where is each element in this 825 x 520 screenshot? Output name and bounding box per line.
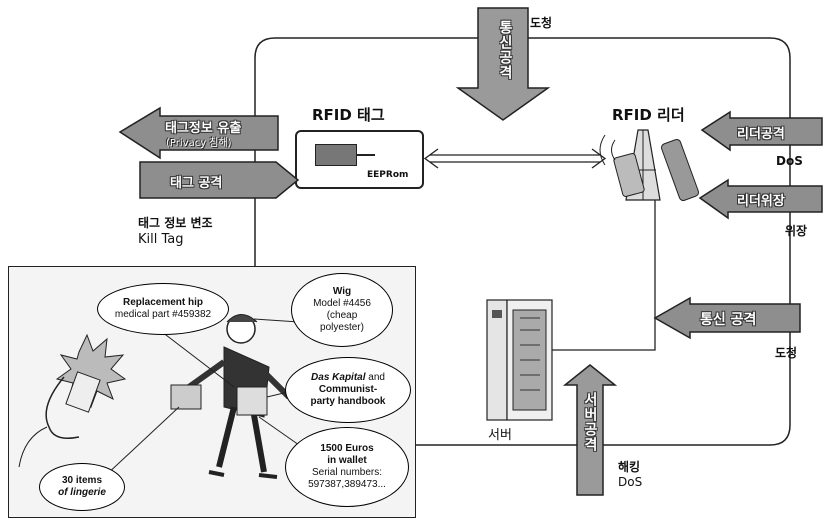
hip-line-2: medical part #459382 bbox=[115, 309, 211, 321]
das-kapital-line-2: Communist- bbox=[319, 384, 377, 396]
hacking-label: 해킹 bbox=[618, 458, 640, 475]
wig-line-1: Wig bbox=[333, 286, 351, 298]
euros-bubble: 1500 Euros in wallet Serial numbers: 597… bbox=[285, 427, 409, 507]
euros-line-2: in wallet bbox=[327, 455, 366, 467]
wig-line-3: (cheap bbox=[327, 310, 358, 322]
hip-line-1: Replacement hip bbox=[123, 297, 203, 309]
lingerie-line-1: 30 items bbox=[62, 475, 102, 487]
euros-line-3: Serial numbers: bbox=[312, 467, 382, 479]
das-kapital-line-3: party handbook bbox=[310, 396, 385, 408]
hip-bubble: Replacement hip medical part #459382 bbox=[97, 283, 229, 335]
dos-label-2: DoS bbox=[618, 475, 642, 489]
das-kapital-bubble: Das Kapital and Communist- party handboo… bbox=[285, 357, 411, 423]
lingerie-bubble: 30 items of lingerie bbox=[39, 463, 125, 511]
wig-line-2: Model #4456 bbox=[313, 298, 371, 310]
privacy-cartoon-panel: Replacement hip medical part #459382 Wig… bbox=[8, 266, 416, 518]
wig-line-4: polyester) bbox=[320, 322, 364, 334]
lingerie-line-2: of lingerie bbox=[58, 487, 106, 499]
euros-line-1: 1500 Euros bbox=[320, 443, 373, 455]
euros-line-4: 597387,389473... bbox=[308, 479, 386, 491]
server-attack-label: 서버공격 bbox=[580, 392, 600, 452]
das-kapital-title: Das Kapital bbox=[311, 372, 365, 383]
das-kapital-and: and bbox=[366, 372, 385, 383]
wig-bubble: Wig Model #4456 (cheap polyester) bbox=[291, 273, 393, 347]
